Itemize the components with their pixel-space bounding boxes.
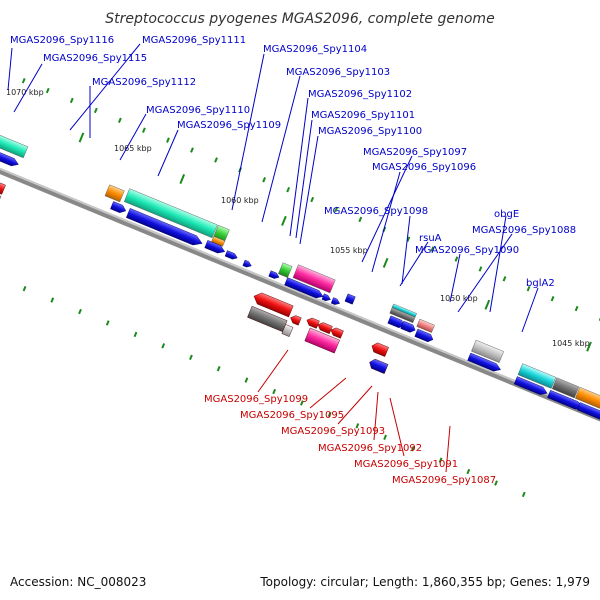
genome-track: [0, 77, 600, 498]
reverse-genes: [0, 173, 389, 374]
gene-label[interactable]: MGAS2096_Spy1095: [240, 410, 344, 421]
gene-label[interactable]: MGAS2096_Spy1104: [263, 44, 367, 55]
gene-arrow: [0, 173, 6, 195]
gene-arrow: [0, 149, 19, 167]
gene-arrow: [204, 240, 226, 254]
tick-marks: [21, 77, 600, 498]
gene-label[interactable]: MGAS2096_Spy1102: [308, 89, 412, 100]
gene-label[interactable]: MGAS2096_Spy1098: [324, 206, 428, 217]
gene-label[interactable]: MGAS2096_Spy1115: [43, 53, 147, 64]
gene-arrow: [110, 201, 127, 213]
major-ticks: [78, 132, 592, 352]
gene-arrow: [414, 328, 434, 343]
gene-arrow: [576, 402, 600, 426]
cds-block: [104, 184, 125, 203]
gene-label[interactable]: MGAS2096_Spy1099: [204, 394, 308, 405]
gene-label[interactable]: MGAS2096_Spy1100: [318, 126, 422, 137]
gene-label[interactable]: MGAS2096_Spy1092: [318, 443, 422, 454]
cds-block: [575, 386, 600, 418]
gene-arrow: [467, 352, 501, 372]
gene-label[interactable]: MGAS2096_Spy1112: [92, 77, 196, 88]
gene-label[interactable]: MGAS2096_Spy1096: [372, 162, 476, 173]
leader-lines-top: [7, 43, 539, 333]
gene-arrow: [253, 292, 294, 318]
map-title: Streptococcus pyogenes MGAS2096, complet…: [105, 11, 494, 27]
genome-backbone-highlight: [0, 132, 600, 455]
tick-label: 1055 kbp: [330, 246, 368, 255]
gene-label[interactable]: MGAS2096_Spy1109: [177, 120, 281, 131]
cds-block: [278, 262, 293, 278]
gene-arrow: [344, 293, 356, 305]
accession-text: Accession: NC_008023: [10, 575, 146, 589]
tick-label: 1065 kbp: [114, 144, 152, 153]
gene-arrow: [242, 259, 252, 268]
gene-label[interactable]: obgE: [494, 209, 519, 220]
gene-label[interactable]: rsuA: [419, 233, 442, 244]
gene-label[interactable]: MGAS2096_Spy1091: [354, 459, 458, 470]
gene-arrow: [284, 277, 324, 299]
gene-arrow: [290, 315, 302, 326]
cds-block: [416, 318, 435, 333]
gene-label[interactable]: MGAS2096_Spy1093: [281, 426, 385, 437]
tick-label: 1050 kbp: [440, 294, 478, 303]
gene-arrow: [317, 322, 333, 334]
gene-label[interactable]: MGAS2096_Spy1088: [472, 225, 576, 236]
gene-arrow: [400, 320, 416, 333]
gene-arrow: [306, 317, 320, 329]
gene-label[interactable]: MGAS2096_Spy1090: [415, 245, 519, 256]
gene-label[interactable]: MGAS2096_Spy1111: [142, 35, 246, 46]
cds-block: [292, 264, 336, 294]
gene-arrow: [371, 342, 389, 357]
cds-blocks-forward: [0, 135, 600, 418]
cds-block: [551, 377, 580, 399]
gene-arrow: [513, 376, 548, 395]
gene-label[interactable]: MGAS2096_Spy1110: [146, 105, 250, 116]
gene-arrow: [330, 327, 344, 339]
cds-block: [304, 327, 340, 354]
tick-label: 1060 kbp: [221, 196, 259, 205]
cds-block: [471, 339, 504, 363]
gene-label[interactable]: bglA2: [526, 278, 555, 289]
gene-label[interactable]: MGAS2096_Spy1103: [286, 67, 390, 78]
gene-arrow: [330, 297, 341, 305]
gene-arrow: [126, 208, 203, 246]
gene-label[interactable]: MGAS2096_Spy1116: [10, 35, 114, 46]
tick-label: 1045 kbp: [552, 339, 590, 348]
gene-arrow: [224, 250, 238, 260]
genome-summary-text: Topology: circular; Length: 1,860,355 bp…: [259, 575, 590, 589]
cds-block: [517, 363, 557, 389]
leader-lines-bottom: [257, 349, 451, 473]
cds-block: [389, 307, 416, 323]
gene-arrow: [369, 358, 389, 374]
gene-label[interactable]: MGAS2096_Spy1087: [392, 475, 496, 486]
gene-arrow: [321, 293, 331, 302]
gene-arrow: [268, 270, 280, 279]
cds-block: [123, 188, 218, 239]
forward-gene-arrows: [0, 149, 600, 426]
gene-label[interactable]: MGAS2096_Spy1097: [363, 147, 467, 158]
cds-block: [281, 324, 294, 337]
gene-label[interactable]: MGAS2096_Spy1101: [311, 110, 415, 121]
cds-block: [0, 135, 29, 159]
